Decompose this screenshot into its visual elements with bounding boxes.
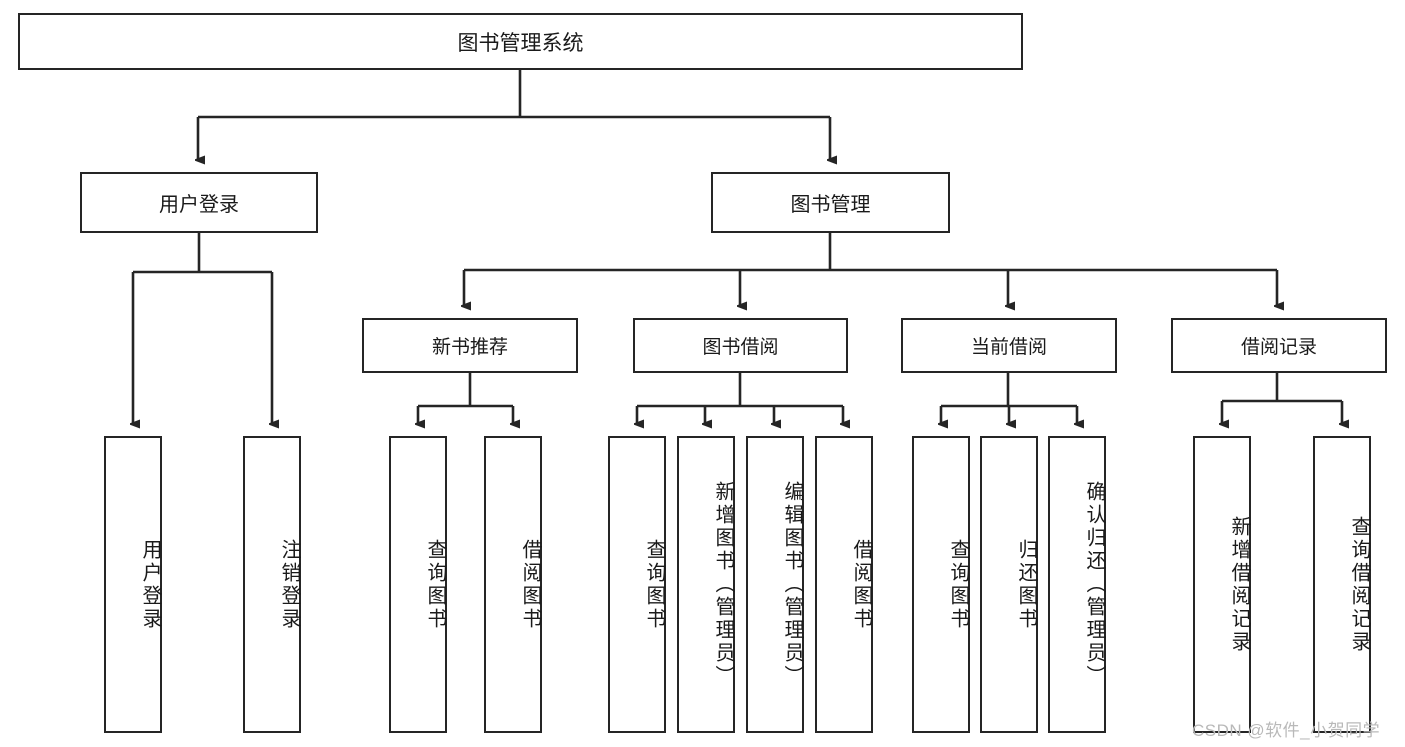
node-leaf-rec-query[interactable]: 查询图书 (389, 436, 447, 733)
node-leaf-rec-query-label: 查询图书 (424, 538, 446, 631)
node-book-borrow[interactable]: 图书借阅 (633, 318, 848, 373)
node-leaf-cur-query[interactable]: 查询图书 (912, 436, 970, 733)
node-current-borrow[interactable]: 当前借阅 (901, 318, 1117, 373)
node-leaf-user-login-label: 用户登录 (139, 538, 161, 631)
node-user-login-label: 用户登录 (159, 194, 239, 216)
node-leaf-rec-add[interactable]: 新增借阅记录 (1193, 436, 1251, 733)
node-leaf-cur-confirm[interactable]: 确认归还（管理员） (1048, 436, 1106, 733)
node-leaf-rec-borrow-label: 借阅图书 (519, 538, 541, 631)
node-new-book-rec[interactable]: 新书推荐 (362, 318, 578, 373)
node-leaf-borrow-add[interactable]: 新增图书（管理员） (677, 436, 735, 733)
node-current-borrow-label: 当前借阅 (970, 337, 1047, 358)
node-root-label: 图书管理系统 (457, 31, 584, 55)
node-leaf-cur-query-label: 查询图书 (947, 538, 969, 631)
node-leaf-cur-return-label: 归还图书 (1015, 538, 1037, 631)
node-leaf-cur-confirm-label: 确认归还（管理员） (1083, 481, 1105, 688)
node-leaf-borrow-query[interactable]: 查询图书 (608, 436, 666, 733)
node-leaf-borrow-query-label: 查询图书 (643, 538, 665, 631)
node-new-book-rec-label: 新书推荐 (431, 337, 508, 358)
node-borrow-record-label: 借阅记录 (1240, 337, 1317, 358)
node-leaf-borrow-do-label: 借阅图书 (850, 538, 872, 631)
node-book-manage[interactable]: 图书管理 (711, 172, 950, 233)
node-leaf-user-logout[interactable]: 注销登录 (243, 436, 301, 733)
node-leaf-borrow-do[interactable]: 借阅图书 (815, 436, 873, 733)
node-leaf-user-login[interactable]: 用户登录 (104, 436, 162, 733)
node-user-login[interactable]: 用户登录 (80, 172, 318, 233)
node-book-manage-label: 图书管理 (790, 194, 871, 216)
node-leaf-rec-query2-label: 查询借阅记录 (1348, 515, 1370, 654)
node-leaf-rec-query2[interactable]: 查询借阅记录 (1313, 436, 1371, 733)
node-leaf-cur-return[interactable]: 归还图书 (980, 436, 1038, 733)
node-borrow-record[interactable]: 借阅记录 (1171, 318, 1387, 373)
node-root[interactable]: 图书管理系统 (18, 13, 1023, 70)
node-leaf-borrow-edit[interactable]: 编辑图书（管理员） (746, 436, 804, 733)
node-leaf-rec-borrow[interactable]: 借阅图书 (484, 436, 542, 733)
node-leaf-user-logout-label: 注销登录 (278, 538, 300, 631)
node-leaf-borrow-edit-label: 编辑图书（管理员） (781, 481, 803, 688)
node-book-borrow-label: 图书借阅 (702, 337, 779, 358)
node-leaf-borrow-add-label: 新增图书（管理员） (712, 481, 734, 688)
node-leaf-rec-add-label: 新增借阅记录 (1228, 515, 1250, 654)
